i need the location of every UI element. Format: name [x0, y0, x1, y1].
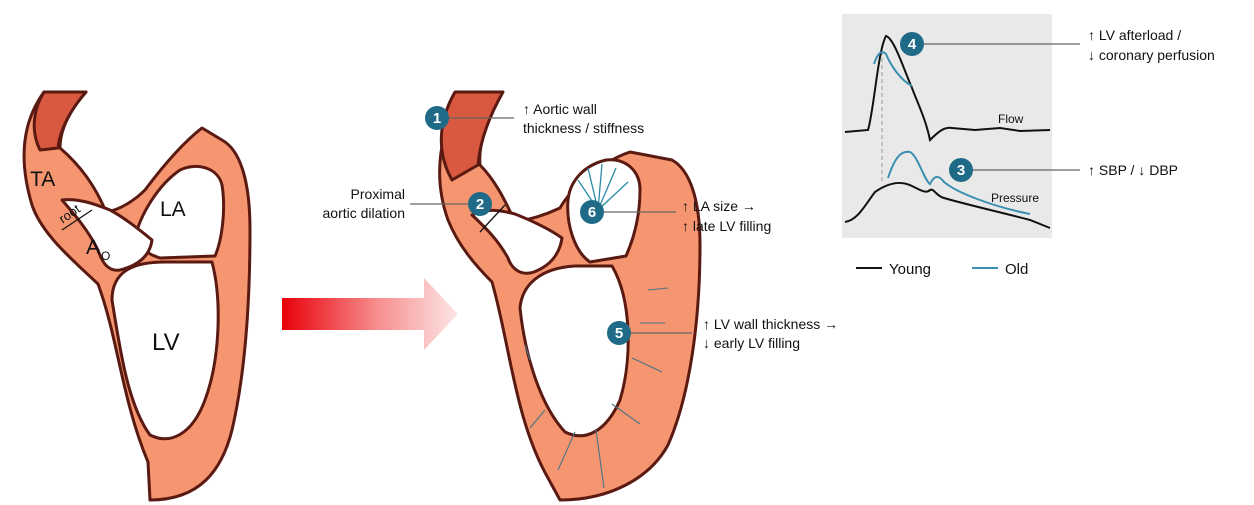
badge-2-number: 2 [476, 196, 484, 213]
label-la: LA [160, 198, 186, 221]
legend-young-label: Young [889, 261, 931, 278]
waveform-panel: Flow Pressure [842, 14, 1052, 238]
young-heart: TA root A O LA LV [24, 92, 250, 500]
label-ao: A [86, 236, 100, 259]
callout-6-line2: ↑ late LV filling [682, 218, 771, 234]
callout-5-line1: ↑ LV wall thickness → [703, 316, 838, 332]
callout-2-line2: aortic dilation [323, 205, 406, 221]
young-aorta [34, 92, 86, 150]
callout-2-line1: Proximal [351, 186, 405, 202]
label-lv: LV [152, 329, 180, 356]
badge-4-number: 4 [908, 36, 917, 53]
badge-5-number: 5 [615, 325, 623, 342]
flow-label: Flow [998, 112, 1024, 126]
callout-4-line2: ↓ coronary perfusion [1088, 47, 1215, 63]
badge-1-number: 1 [433, 110, 441, 127]
callout-3-line1: ↑ SBP / ↓ DBP [1088, 162, 1178, 178]
aged-heart [440, 92, 700, 500]
aged-aorta [441, 92, 503, 180]
callout-6-line1: ↑ LA size → [682, 198, 756, 214]
pressure-label: Pressure [991, 191, 1039, 205]
callout-5-line2: ↓ early LV filling [703, 335, 800, 351]
callout-1-line1: ↑ Aortic wall [523, 101, 597, 117]
waveform-legend: Young Old [856, 261, 1028, 278]
badge-3-number: 3 [957, 162, 965, 179]
legend-old-label: Old [1005, 261, 1028, 278]
label-ta: TA [30, 168, 55, 191]
badge-6-number: 6 [588, 204, 596, 221]
callout-1-line2: thickness / stiffness [523, 120, 644, 136]
callout-4-line1: ↑ LV afterload / [1088, 27, 1181, 43]
aging-transition-arrow [282, 278, 458, 350]
label-ao-subscript: O [101, 249, 110, 263]
